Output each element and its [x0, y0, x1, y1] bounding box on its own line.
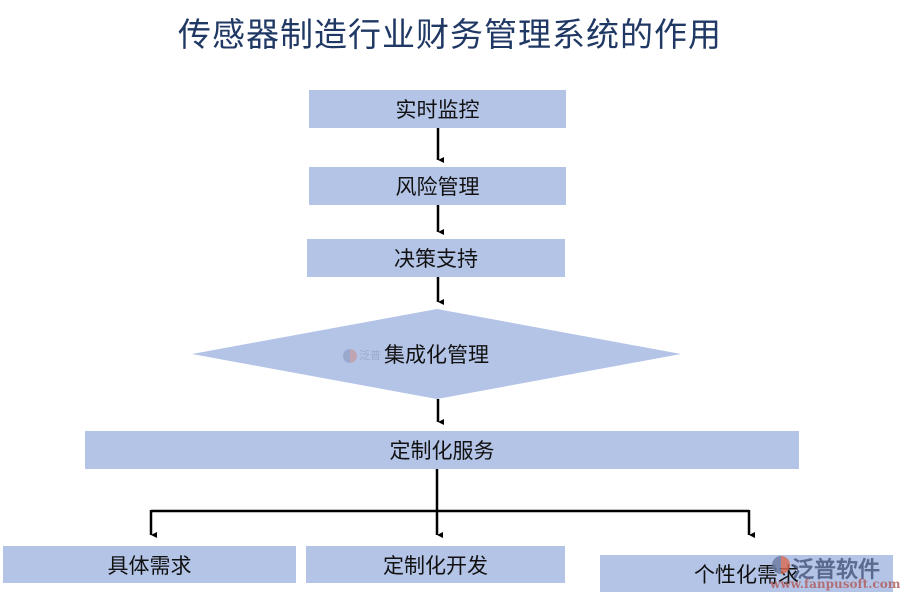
node-custom-development: 定制化开发 [306, 546, 565, 583]
node-decision-support: 决策支持 [307, 239, 565, 277]
node-label: 具体需求 [107, 553, 192, 578]
fanpusoft-logo: 泛普软件 www.fanpusoft.com [770, 552, 900, 592]
logo-icon [772, 556, 790, 574]
node-label: 集成化管理 [384, 343, 489, 367]
node-risk-management: 风险管理 [309, 167, 566, 205]
node-label: 风险管理 [395, 175, 480, 199]
node-customized-service: 定制化服务 [85, 431, 799, 469]
watermark-logo-icon: 泛普 [343, 347, 393, 369]
logo-name: 泛普软件 [792, 558, 881, 583]
node-label: 决策支持 [394, 247, 478, 271]
node-integrated-management: 集成化管理 [192, 309, 681, 399]
node-label: 实时监控 [395, 98, 480, 122]
node-label: 定制化服务 [389, 439, 495, 463]
logo-url: www.fanpusoft.com [770, 577, 900, 591]
page-title: 传感器制造行业财务管理系统的作用 [178, 15, 722, 54]
node-real-time-monitoring: 实时监控 [309, 90, 566, 128]
node-label: 定制化开发 [383, 553, 488, 578]
node-specific-needs: 具体需求 [3, 546, 296, 583]
diamond-shape [192, 309, 681, 399]
